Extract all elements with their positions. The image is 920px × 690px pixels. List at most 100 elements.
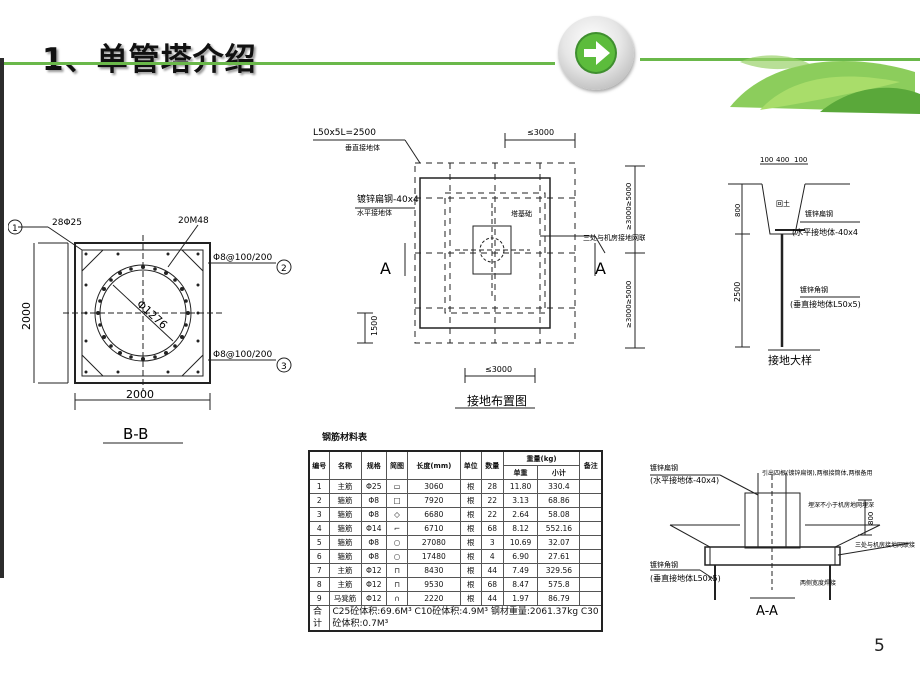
cell-name: 箍筋 (328, 521, 362, 536)
angle-label: L50x5L=2500 (313, 128, 376, 138)
cell-spec: Φ12 (360, 577, 387, 592)
aa-caption: A-A (756, 604, 778, 619)
cell-note (579, 549, 603, 564)
rebar-table: 编号 名称 规格 简图 长度(mm) 单位 数量 重量(kg) 备注 单重 小计… (308, 450, 603, 632)
cell-note (579, 563, 603, 578)
cell-unit-weight: 2.64 (502, 507, 539, 522)
cell-name: 箍筋 (328, 493, 362, 508)
cell-sketch: ⊓ (385, 563, 409, 578)
dim-right-1: ≥3000≥5000 (625, 183, 633, 230)
cell-note (579, 577, 603, 592)
cell-unit: 根 (459, 493, 482, 508)
bb-caption: B-B (123, 425, 148, 443)
cell-subtotal: 27.61 (537, 549, 581, 564)
center-label: 塔基础 (511, 209, 532, 218)
cell-spec: Φ14 (360, 521, 387, 536)
cell-qty: 22 (480, 507, 504, 522)
cell-qty: 22 (480, 493, 504, 508)
cell-length: 2220 (407, 591, 461, 606)
page-number: 5 (874, 636, 885, 656)
header-cell: 编号 (308, 450, 330, 480)
aa-angle-sub: (垂直接地体L50x5) (650, 573, 721, 583)
cell-subtotal: 575.8 (537, 577, 581, 592)
aa-weld-note: 两侧宽度焊接 (800, 579, 836, 587)
cell-note (579, 493, 603, 508)
table-header-row: 编号 名称 规格 简图 长度(mm) 单位 数量 重量(kg) 备注 (308, 450, 603, 480)
header-cell: 数量 (480, 450, 504, 480)
left-border (0, 58, 4, 578)
detail-angle-label: 镀锌角钢 (800, 285, 828, 294)
total-label: 合计 (308, 605, 330, 632)
cell-unit-weight: 6.90 (502, 549, 539, 564)
main-rebar-label: 28Φ25 (52, 218, 82, 228)
dim-top: ≤3000 (527, 128, 554, 137)
cell-subtotal: 32.07 (537, 535, 581, 550)
fill-label: 回土 (776, 199, 790, 208)
cell-sketch: ○ (385, 549, 409, 564)
header-cell: 长度(mm) (407, 450, 461, 480)
grounding-plan-drawing: L50x5L=2500 垂直接地体 镀锌扁钢-40x4 水平接地体 塔基础 ≤3… (313, 128, 645, 409)
cell-name: 主筋 (328, 479, 362, 494)
cell-spec: Φ12 (360, 563, 387, 578)
cell-unit-weight: 10.69 (502, 535, 539, 550)
bb-section-drawing: 28Φ25 20M48 Φ8@100/200 Φ8@100/200 Φ1276 … (8, 216, 292, 444)
cell-length: 6710 (407, 521, 461, 536)
header-cell: 重量(kg) (502, 450, 581, 466)
cell-length: 9530 (407, 577, 461, 592)
rebar-table-title: 钢筋材料表 (322, 433, 368, 443)
leaf-decoration (730, 55, 920, 114)
cell-subtotal: 330.4 (537, 479, 581, 494)
cell-sketch: □ (385, 493, 409, 508)
cell-spec: Φ8 (360, 535, 387, 550)
cell-no: 8 (308, 577, 330, 592)
header-cell: 备注 (579, 450, 603, 480)
cell-sketch: ◇ (385, 507, 409, 522)
cell-unit: 根 (459, 535, 482, 550)
aa-flat-sub: (水平接地体-40x4) (650, 475, 719, 485)
header-cell: 小计 (537, 465, 581, 480)
dim-left: 1500 (370, 316, 379, 336)
plan-caption: 接地布置图 (467, 393, 527, 408)
section-a-right: A (595, 259, 606, 278)
cell-length: 7920 (407, 493, 461, 508)
cell-name: 马凳筋 (328, 591, 362, 606)
aa-dim-800: 800 (867, 512, 875, 525)
cell-subtotal: 86.79 (537, 591, 581, 606)
flat-sub: 水平接地体 (357, 208, 392, 217)
dim-100-b: 100 (794, 156, 807, 164)
cell-unit: 根 (459, 563, 482, 578)
cell-unit-weight: 11.80 (502, 479, 539, 494)
cell-qty: 44 (480, 563, 504, 578)
cell-note (579, 591, 603, 606)
marker-1: 1 (12, 224, 18, 234)
detail-flat-sub: (水平接地体-40x4 (792, 227, 858, 237)
cell-note (579, 521, 603, 536)
dim-width: 2000 (126, 388, 154, 401)
cell-no: 5 (308, 535, 330, 550)
stirrup-a-label: Φ8@100/200 (213, 253, 272, 263)
cell-no: 7 (308, 563, 330, 578)
cell-spec: Φ8 (360, 507, 387, 522)
cell-subtotal: 68.86 (537, 493, 581, 508)
next-slide-button[interactable] (558, 16, 634, 90)
cell-sketch: ⌐ (385, 521, 409, 536)
cell-no: 4 (308, 521, 330, 536)
aa-connect-note: 三处与机房接地网联接 (855, 541, 915, 549)
green-arrow-right-icon (575, 32, 617, 74)
cell-unit-weight: 3.13 (502, 493, 539, 508)
cell-unit: 根 (459, 591, 482, 606)
dim-2500: 2500 (733, 282, 742, 302)
cell-no: 3 (308, 507, 330, 522)
cell-name: 主筋 (328, 563, 362, 578)
cell-unit-weight: 7.49 (502, 563, 539, 578)
total-text: C25砼体积:69.6M³ C10砼体积:4.9M³ 钢材重量:2061.37k… (328, 605, 603, 632)
page-title: 1、单管塔介绍 (42, 42, 257, 78)
flat-label: 镀锌扁钢-40x4 (357, 193, 419, 205)
cell-spec: Φ8 (360, 493, 387, 508)
connect-note: 三处与机房接地网联接 (583, 233, 645, 242)
